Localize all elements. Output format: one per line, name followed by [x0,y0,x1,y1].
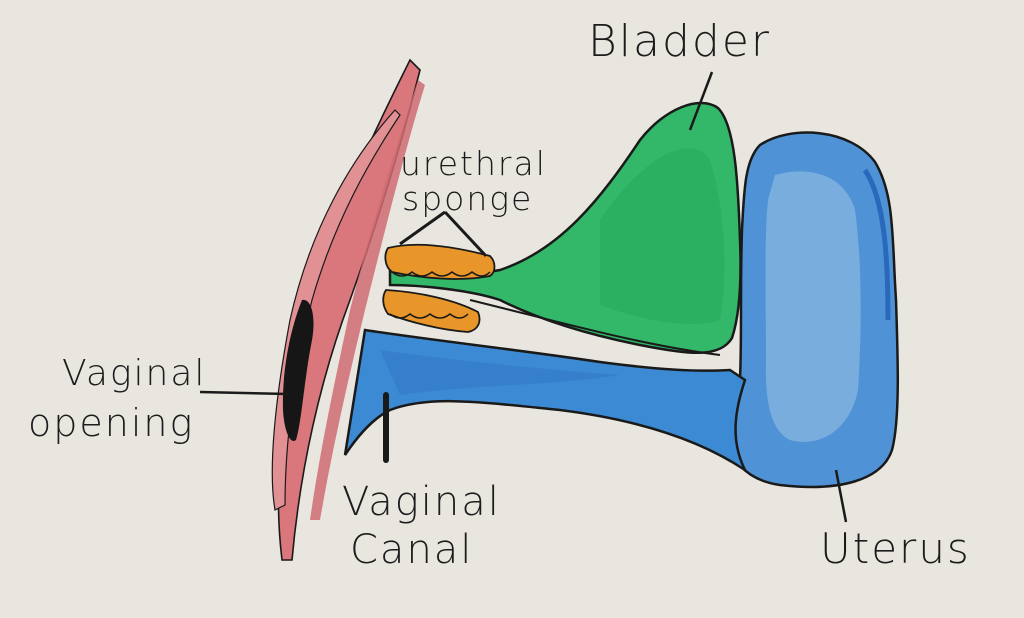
urethral-sponge-label-line2: sponge [402,179,534,218]
bladder-pointer [688,71,714,131]
uterus-pointer [834,469,848,523]
vaginal-canal-label-line2: Canal [350,527,474,573]
vaginal-opening-label-line2: opening [28,401,195,445]
urethral-sponge-scallops-lower [389,313,469,319]
bladder-label: Bladder [588,16,772,67]
vaginal-opening-shape [282,299,314,441]
uterus-label: Uterus [820,524,971,573]
bladder-shading [600,148,725,325]
vulva-tissue-outer [271,109,401,511]
uterus-outline-inner [862,168,891,321]
vaginal-canal-label-line1: Vaginal [342,479,501,525]
urethral-sponge-lower [382,289,481,333]
vaginal-opening-pointer [199,390,289,396]
uterus-highlight [765,171,861,442]
vaginal-canal-shape [343,328,749,474]
vulva-tissue-inner [310,80,425,520]
vaginal-canal-shading [380,350,620,395]
urethral-sponge-pointer [399,210,488,258]
urethral-sponge-scallops [391,271,491,277]
vaginal-opening-label-line1: Vaginal [62,353,207,394]
urethral-sponge-label-line1: urethral [400,144,547,183]
urethra-line [469,299,721,356]
bladder-shape [388,101,742,355]
urethral-sponge-upper [384,243,496,280]
